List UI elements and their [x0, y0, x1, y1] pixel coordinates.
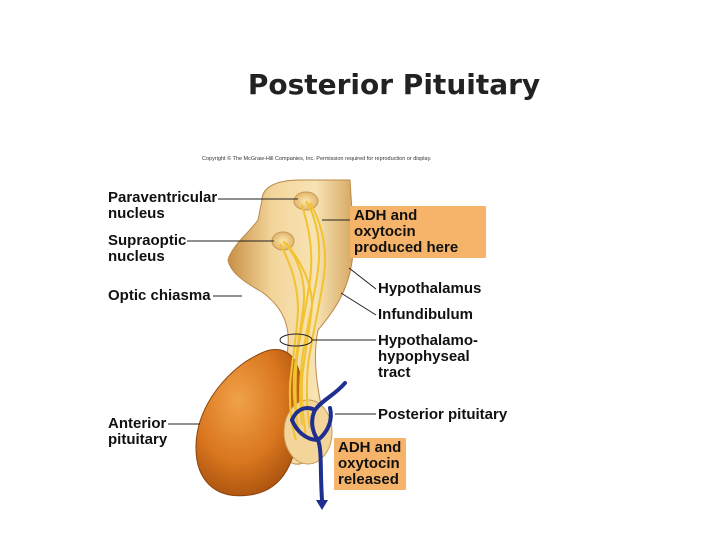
- label-anterior-pituitary: Anterior pituitary: [108, 416, 167, 448]
- leader-lines: [168, 198, 377, 425]
- label-anterior-line1: Anterior: [108, 415, 167, 432]
- label-tract-line1: Hypothalamo-: [378, 332, 479, 349]
- callout-released: ADH and oxytocin released: [334, 438, 406, 490]
- callout-released-line1: ADH and: [338, 439, 402, 456]
- callout-produced-line1: ADH and oxytocin: [354, 207, 418, 240]
- copyright-notice: Copyright © The McGraw-Hill Companies, I…: [202, 156, 432, 162]
- callout-produced-here: ADH and oxytocin produced here: [350, 206, 486, 258]
- vessel-arrowhead: [316, 500, 328, 510]
- label-paraventricular-line2: nucleus: [108, 205, 165, 222]
- page-title: Posterior Pituitary: [0, 68, 728, 101]
- label-paraventricular-line1: Paraventricular: [108, 189, 218, 206]
- page-title-text: Posterior Pituitary: [247, 68, 541, 101]
- callout-released-line3: released: [338, 471, 399, 488]
- label-optic-chiasma: Optic chiasma: [108, 287, 211, 304]
- label-tract-line2: hypophyseal: [378, 348, 470, 365]
- blood-vessel: [290, 381, 347, 502]
- callout-produced-line2: produced here: [354, 239, 459, 256]
- label-anterior-line2: pituitary: [108, 431, 168, 448]
- label-supraoptic-nucleus: Supraoptic nucleus: [108, 233, 186, 265]
- label-tract-line3: tract: [378, 364, 411, 381]
- label-supraoptic-line2: nucleus: [108, 248, 165, 265]
- label-posterior-pituitary: Posterior pituitary: [378, 406, 508, 423]
- label-hypothalamus: Hypothalamus: [378, 280, 482, 297]
- label-infundibulum: Infundibulum: [378, 306, 473, 323]
- label-hypothalamo-hypophyseal-tract: Hypothalamo- hypophyseal tract: [378, 333, 478, 381]
- callout-released-line2: oxytocin: [338, 455, 400, 472]
- label-supraoptic-line1: Supraoptic: [108, 232, 187, 249]
- label-paraventricular-nucleus: Paraventricular nucleus: [108, 190, 217, 222]
